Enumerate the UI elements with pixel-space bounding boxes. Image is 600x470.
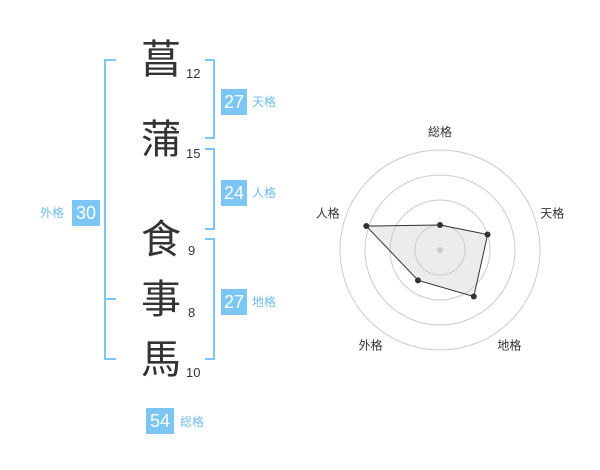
radar-point-4 <box>414 277 421 284</box>
name-char-3: 食 <box>141 217 181 263</box>
chikaku-bracket-top <box>205 238 215 240</box>
stroke-count-1: 12 <box>186 66 201 81</box>
radar-axis-label-4: 外格 <box>359 337 383 352</box>
soukaku-value-badge: 54 <box>146 408 174 434</box>
radar-series-area <box>365 224 489 298</box>
radar-point-2 <box>484 231 491 238</box>
radar-axis-label-5: 人格 <box>316 206 340 221</box>
gaikaku-label: 外格 <box>40 206 65 220</box>
jinkaku-label: 人格 <box>252 186 277 200</box>
name-char-1: 菖 <box>141 37 181 83</box>
radar-point-3 <box>470 293 477 300</box>
tenkaku-value-badge: 27 <box>221 89 247 115</box>
stroke-count-5: 10 <box>186 365 201 380</box>
chikaku-label: 地格 <box>252 295 277 309</box>
radar-center-dot <box>437 247 443 253</box>
gaikaku-bracket-bottom <box>104 358 116 360</box>
jinkaku-value-badge: 24 <box>221 180 247 206</box>
radar-axis-label-1: 総格 <box>428 124 452 139</box>
tenkaku-bracket-vertical <box>213 59 215 139</box>
jinkaku-bracket-bottom <box>205 228 215 230</box>
tenkaku-bracket-bottom <box>205 137 215 139</box>
gaikaku-bracket-vertical <box>104 59 106 360</box>
stroke-count-3: 9 <box>188 243 196 258</box>
radar-axis-label-2: 天格 <box>540 206 564 221</box>
gaikaku-bracket-mid <box>104 298 116 300</box>
name-char-2: 蒲 <box>141 117 181 163</box>
radar-point-1 <box>437 222 443 228</box>
radar-rings <box>339 149 541 351</box>
name-char-5: 馬 <box>141 337 181 383</box>
jinkaku-bracket-top <box>205 148 215 150</box>
radar-ring-3 <box>364 174 516 326</box>
radar-axis-label-3: 地格 <box>497 337 521 352</box>
stroke-count-2: 15 <box>186 146 201 161</box>
stroke-count-4: 8 <box>188 305 196 320</box>
gaikaku-bracket-top <box>104 59 116 61</box>
tenkaku-bracket-top <box>205 59 215 61</box>
chikaku-value-badge: 27 <box>221 289 247 315</box>
chikaku-bracket-vertical <box>213 238 215 360</box>
soukaku-label: 総格 <box>180 415 205 429</box>
radar-point-5 <box>363 223 370 230</box>
jinkaku-bracket-vertical <box>213 148 215 230</box>
tenkaku-label: 天格 <box>252 95 277 109</box>
radar-ring-2 <box>389 199 491 301</box>
name-char-4: 事 <box>141 277 181 323</box>
radar-ring-4 <box>339 149 541 351</box>
chikaku-bracket-bottom <box>205 358 215 360</box>
gaikaku-value-badge: 30 <box>72 200 100 226</box>
radar-points <box>363 222 491 300</box>
